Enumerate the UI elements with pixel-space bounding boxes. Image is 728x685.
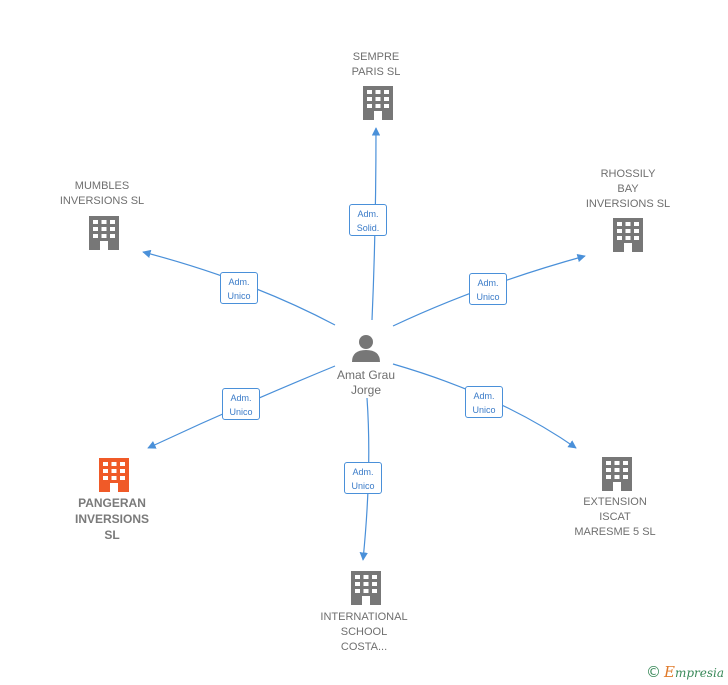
role-badge-mumbles: Adm. Unico xyxy=(220,272,258,304)
building-icon[interactable] xyxy=(613,218,643,252)
company-label-mumbles[interactable]: MUMBLES INVERSIONS SL xyxy=(59,180,145,207)
company-label-pangeran[interactable]: PANGERAN INVERSIONS SL xyxy=(74,496,149,542)
company-label-sempre[interactable]: SEMPRE PARIS SL xyxy=(351,51,401,78)
building-icon[interactable] xyxy=(351,571,381,605)
role-badge-sempre: Adm. Solid. xyxy=(349,204,387,236)
company-label-extension[interactable]: EXTENSION ISCAT MARESME 5 SL xyxy=(574,496,656,538)
person-icon[interactable] xyxy=(352,335,380,362)
building-icon[interactable] xyxy=(89,216,119,250)
role-badge-pangeran: Adm. Unico xyxy=(222,388,260,420)
company-label-international[interactable]: INTERNATIONAL SCHOOL COSTA... xyxy=(320,611,408,653)
role-badge-rhossily: Adm. Unico xyxy=(469,273,507,305)
building-icon[interactable] xyxy=(602,457,632,491)
building-icon[interactable] xyxy=(363,86,393,120)
building-icon[interactable] xyxy=(99,458,129,492)
company-label-rhossily[interactable]: RHOSSILY BAY INVERSIONS SL xyxy=(585,168,671,210)
copyright-icon: © xyxy=(645,663,661,681)
empresia-logo: ©Empresia xyxy=(645,663,724,681)
role-badge-international: Adm. Unico xyxy=(344,462,382,494)
center-person-label[interactable]: Amat Grau Jorge xyxy=(336,368,396,397)
role-badge-extension: Adm. Unico xyxy=(465,386,503,418)
